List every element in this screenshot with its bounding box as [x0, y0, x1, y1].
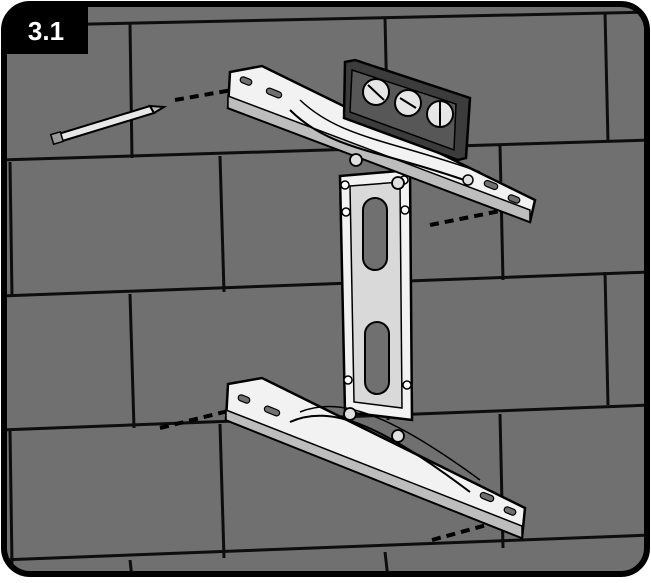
step-badge: 3.1: [4, 4, 88, 54]
guide-lines: [159, 88, 513, 542]
level-icon: [342, 58, 472, 162]
pencil-icon: [49, 104, 168, 146]
mounting-bracket-icon: [224, 64, 537, 540]
screw-icon: [343, 153, 474, 443]
step-number: 3.1: [27, 16, 65, 46]
